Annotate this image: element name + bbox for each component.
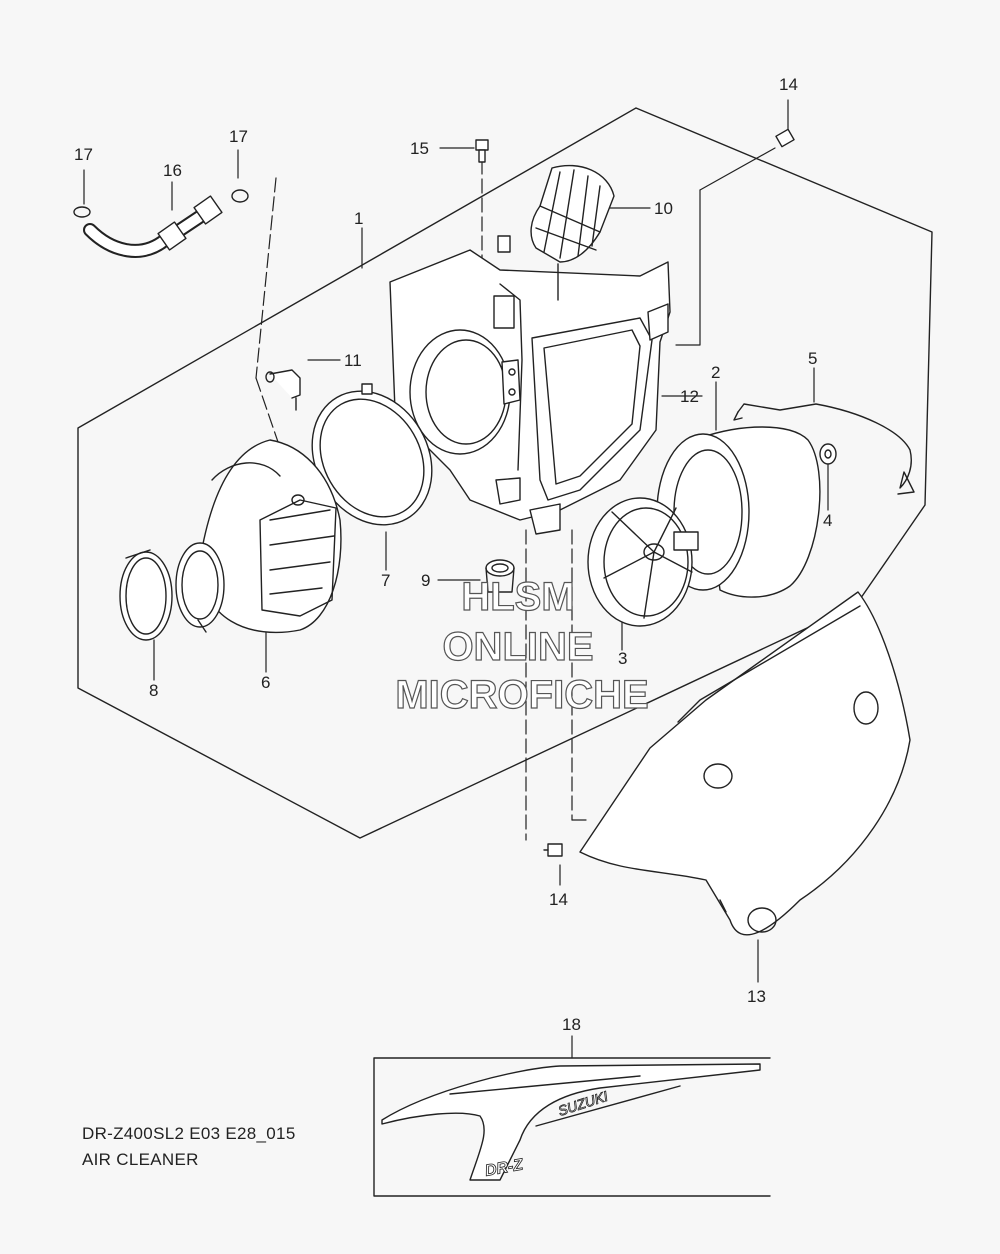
watermark-line-1: HLSM [461,575,574,619]
model-code: DR-Z400SL2 E03 E28_015 [82,1124,296,1143]
callout-5[interactable]: 5 [808,349,817,368]
drain-grommet [485,559,515,593]
bolt-14-top [775,128,795,148]
hose-clamp [119,549,173,641]
callout-16[interactable]: 16 [163,161,182,180]
watermark-line-2: ONLINE [442,625,593,669]
section-title: AIR CLEANER [82,1150,199,1169]
filter-cage [587,497,699,627]
callout-1[interactable]: 1 [354,209,363,228]
callout-13[interactable]: 13 [747,987,766,1006]
callout-3[interactable]: 3 [618,649,627,668]
intake-boot [175,439,342,634]
breather-hose [73,189,249,258]
callout-18[interactable]: 18 [562,1015,581,1034]
callout-14-top[interactable]: 14 [779,75,798,94]
retaining-wire [733,403,915,495]
callout-labels: 1 2 3 4 5 6 7 8 9 10 11 12 13 14 14 15 1… [74,75,832,1034]
callout-9[interactable]: 9 [421,571,430,590]
callout-8[interactable]: 8 [149,681,158,700]
callout-17-right[interactable]: 17 [229,127,248,146]
bolt-14-bottom [543,843,563,857]
callout-12[interactable]: 12 [680,387,699,406]
side-cover [579,591,911,936]
callout-2[interactable]: 2 [711,363,720,382]
watermark-line-3: MICROFICHE [395,673,648,717]
leader-lines [83,99,829,1059]
callout-4[interactable]: 4 [823,511,832,530]
intake-duct [530,164,615,263]
air-cleaner-box [389,235,671,535]
decal-text-model: DR-Z [484,1156,526,1180]
callout-7[interactable]: 7 [381,571,390,590]
callout-10[interactable]: 10 [654,199,673,218]
bolt-15 [475,139,489,163]
callout-6[interactable]: 6 [261,673,270,692]
washer [819,443,837,465]
callout-17-left[interactable]: 17 [74,145,93,164]
elbow-fitting [265,369,301,411]
callout-11[interactable]: 11 [344,351,362,370]
assembly-outline [77,107,933,839]
callout-14-bottom[interactable]: 14 [549,890,568,909]
callout-15[interactable]: 15 [410,139,429,158]
watermark: HLSM ONLINE MICROFICHE [395,574,650,717]
decal-graphic [381,1063,761,1181]
